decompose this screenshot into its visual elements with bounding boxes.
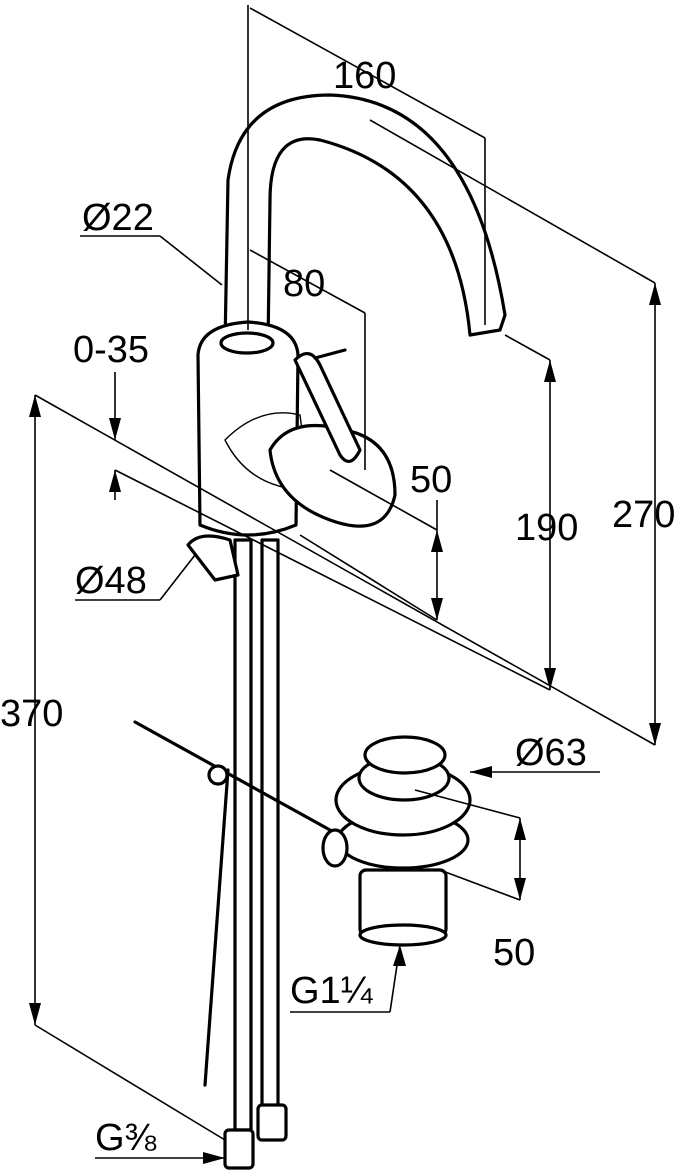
dimension-lines (29, 5, 661, 1164)
dim-label-spout-diameter: Ø22 (82, 197, 154, 239)
dim-label-370: 370 (0, 693, 63, 735)
dim-label-handle-50: 50 (410, 459, 452, 501)
dim-label-hose-thread: G⅜ (95, 1117, 157, 1159)
dim-label-body-diameter: Ø48 (75, 560, 147, 602)
faucet-body (186, 320, 397, 582)
dim-label-80: 80 (283, 263, 325, 305)
dim-label-waste-thread: G1¼ (290, 970, 374, 1012)
pop-up-rod (133, 720, 332, 1087)
dim-label-waste-diameter: Ø63 (515, 732, 587, 774)
dim-label-waste-50: 50 (493, 932, 535, 974)
pop-up-waste (321, 735, 472, 947)
dim-label-270: 270 (612, 494, 675, 536)
dim-label-190: 190 (515, 507, 578, 549)
dim-label-deck-thickness: 0-35 (73, 329, 149, 371)
supply-hoses (223, 538, 288, 1170)
dim-label-160: 160 (333, 55, 396, 97)
